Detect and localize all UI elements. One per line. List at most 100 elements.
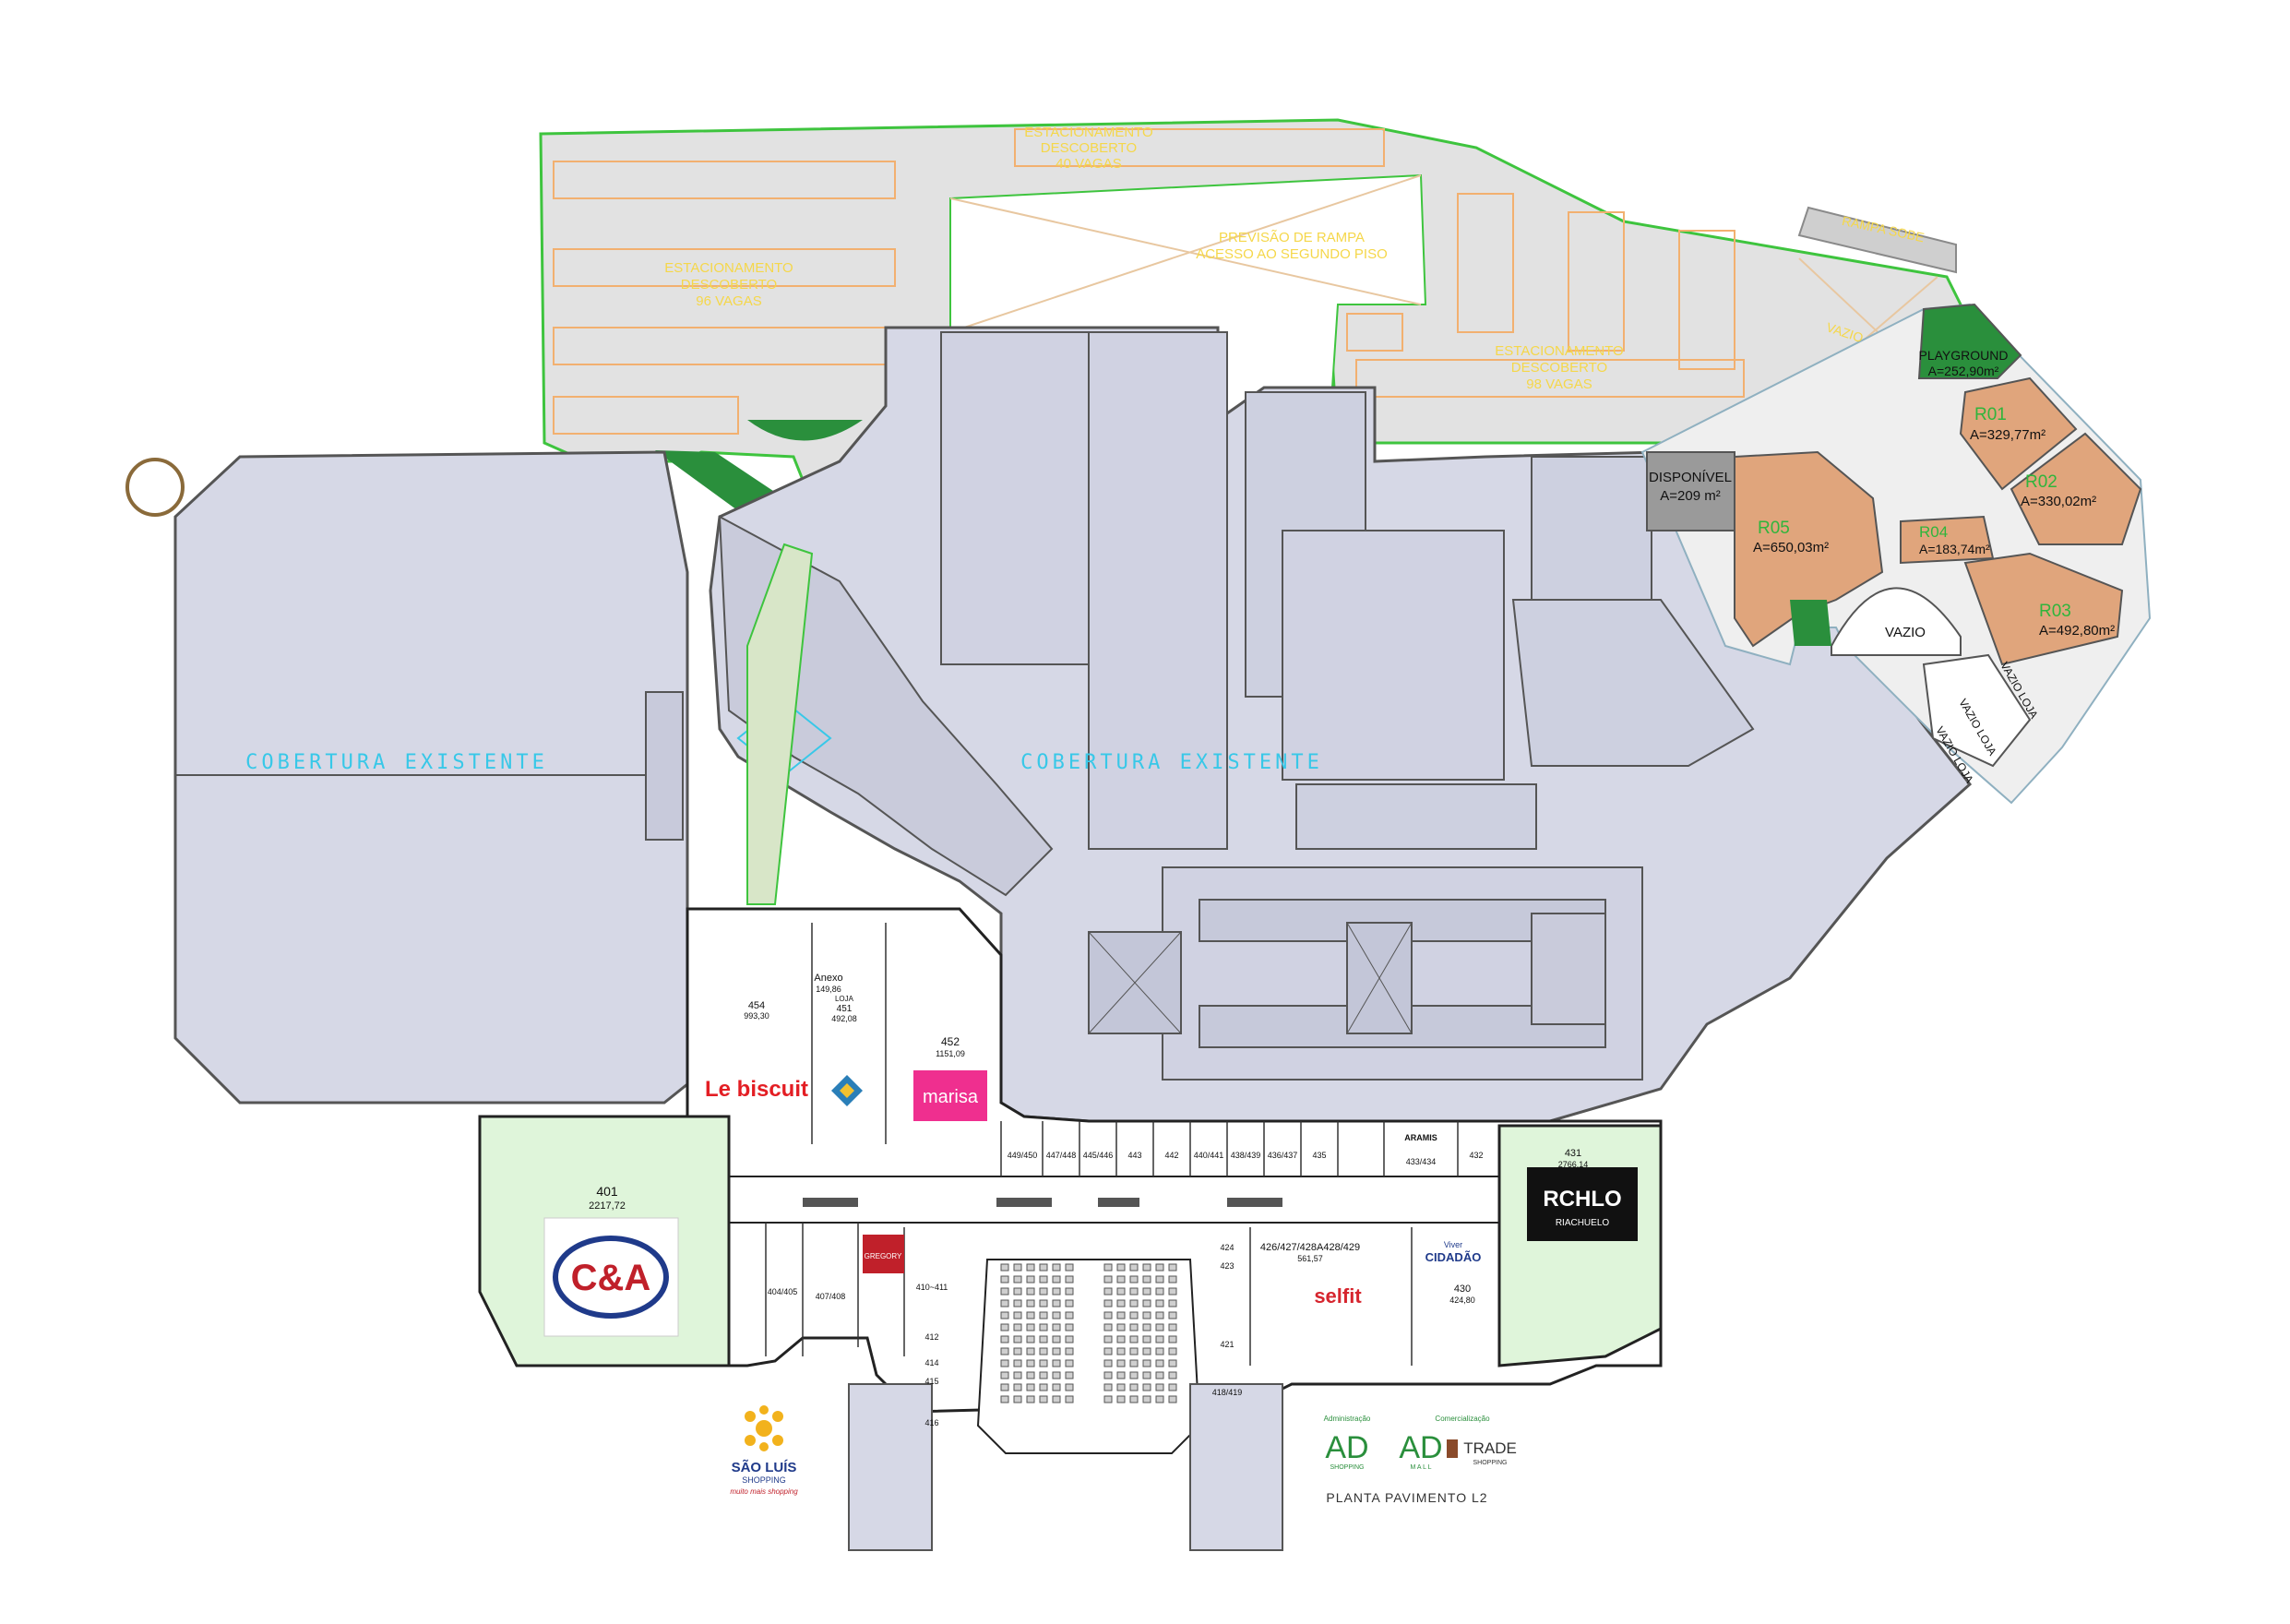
store-430-number: 430 [1454,1284,1471,1295]
store-452-number: 452 [941,1035,960,1048]
small-store-number: 415 [924,1377,938,1386]
parking-top-line1: ESTACIONAMENTO [1024,125,1152,140]
atrium-seat [1168,1299,1177,1308]
atrium-seat [1039,1263,1048,1272]
atrium-seat [1052,1335,1061,1343]
atrium-seat [1000,1263,1009,1272]
atrium-seat [1103,1359,1113,1367]
roof-left-block [173,450,689,1105]
parking-left-line1: ESTACIONAMENTO [664,260,793,276]
atrium-seat [1103,1263,1113,1272]
small-store-number: 438/439 [1231,1151,1261,1160]
atrium-seat [1026,1287,1035,1296]
atrium-seat [1052,1263,1061,1272]
atrium-seat [1142,1311,1151,1320]
atrium-seat [1052,1359,1061,1367]
atrium-seat [1116,1371,1126,1379]
atrium-seat [1142,1299,1151,1308]
zone-r01 [1959,376,2078,491]
small-store-number: 433/434 [1406,1157,1437,1166]
ca-logo: C&A [543,1217,679,1337]
store-451-number: 451 [837,1004,853,1014]
sao-luis-logo-mark [745,1405,783,1451]
atrium-seat [1155,1347,1164,1355]
atrium-seat [1000,1395,1009,1403]
trade-logo: TRADE [1463,1439,1517,1457]
atrium-seat [1103,1383,1113,1391]
atrium-seat [1129,1263,1139,1272]
atrium-seat [1065,1347,1074,1355]
atrium-seat [1142,1359,1151,1367]
r03-area: A=492,80m² [2039,623,2115,639]
atrium-seat [1065,1383,1074,1391]
gregory-logo-text: GREGORY [865,1252,902,1260]
atrium-seat [1142,1323,1151,1331]
sls-name: SÃO LUÍS [732,1459,797,1475]
r04-area: A=183,74m² [1919,542,1990,556]
small-store-number: 442 [1164,1151,1178,1160]
atrium-seat [1129,1371,1139,1379]
store-451-area: 492,08 [831,1014,857,1023]
atrium-seat [1155,1383,1164,1391]
atrium-seat [1013,1323,1022,1331]
roof-block-d [1295,783,1537,850]
atrium-seat [1039,1383,1048,1391]
atrium-seat [1116,1263,1126,1272]
parking-right-line2: DESCOBERTO [1511,360,1607,376]
atrium-seat [1116,1347,1126,1355]
cidade-logo: CIDADÃO [1425,1250,1482,1264]
small-store-number: 412 [924,1332,938,1342]
atrium-seat [1129,1299,1139,1308]
atrium-seat [1168,1311,1177,1320]
parking-left-line2: DESCOBERTO [681,277,777,293]
small-store-number: 423 [1220,1261,1234,1271]
zone-vazio-strip [1922,653,2032,768]
expansion-zone: DISPONÍVEL A=209 m² PLAYGROUND A=252,90m… [1640,303,2152,805]
disponivel-area: A=209 m² [1660,488,1720,504]
roof-walkway [746,543,814,905]
roof-left-step [645,691,684,841]
atrium-seat [1039,1347,1048,1355]
ca-logo-text: C&A [571,1258,651,1298]
r03-title: R03 [2039,602,2071,621]
coverage-center-label: COBERTURA EXISTENTE [1020,751,1323,774]
atrium-seat [1013,1359,1022,1367]
diamond-logo [831,1075,863,1106]
atrium-seat [1000,1335,1009,1343]
lebiscuit-logo: Le biscuit [705,1077,808,1102]
atrium-seat [1142,1335,1151,1343]
atrium-seat [1129,1383,1139,1391]
atrium-seat [1116,1395,1126,1403]
atrium-seat [1039,1323,1048,1331]
parking-ramp-up [1797,206,1957,274]
roof-tall-1 [940,331,1090,665]
vazio-center-label: VAZIO [1885,625,1926,640]
void-cross-1 [949,197,1422,305]
adm-label: Administração [1324,1415,1371,1423]
disponivel-title: DISPONÍVEL [1649,470,1732,485]
atrium-seat [1129,1347,1139,1355]
atrium-seat [1065,1311,1074,1320]
atrium-seat [1013,1335,1022,1343]
atrium-seat [1168,1347,1177,1355]
small-store-number: 449/450 [1008,1151,1038,1160]
atrium-seat [1168,1371,1177,1379]
roof-tall-2 [1088,331,1228,850]
small-store-number: 404/405 [768,1287,798,1296]
parking-ramp-note-1: PREVISÃO DE RAMPA [1219,230,1365,245]
atrium-seat [1168,1383,1177,1391]
store-426-area: 561,57 [1297,1254,1323,1263]
atrium-seat [1039,1299,1048,1308]
playground-area: A=252,90m² [1928,364,1999,378]
atrium-seat [1000,1275,1009,1284]
zone-r03 [1963,552,2124,666]
small-store-number: 410~411 [916,1283,948,1292]
atrium-seat [1052,1287,1061,1296]
zone-r02 [2010,432,2142,545]
atrium-seat [1116,1323,1126,1331]
ad-sub-2: M A L L [1410,1464,1431,1471]
com-label: Comercialização [1435,1415,1490,1423]
marisa-logo: marisa [913,1070,987,1121]
